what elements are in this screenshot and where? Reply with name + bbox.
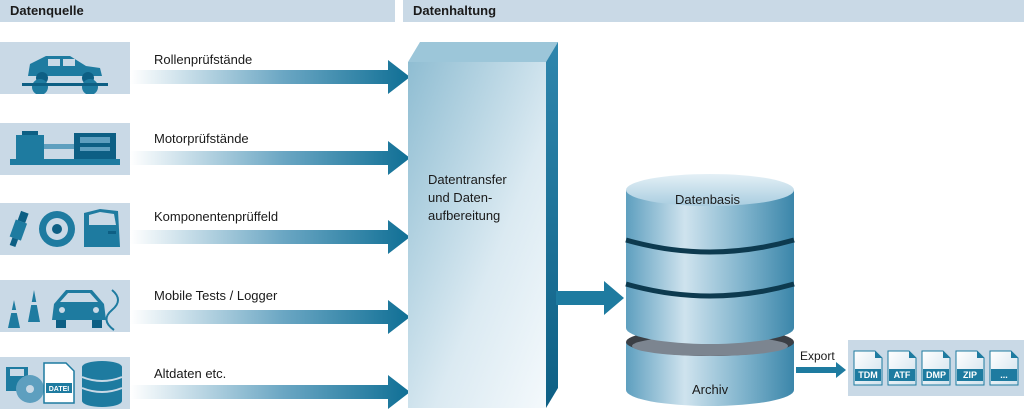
data-transfer-tower <box>408 42 558 408</box>
source-icon-box-3 <box>0 203 130 255</box>
source-icon-box-2 <box>0 123 130 175</box>
file-icon-dmp: DMP <box>921 350 951 386</box>
file-format-label: ... <box>991 369 1017 381</box>
car-on-roller-dyno-icon <box>22 56 108 94</box>
legacy-data-icon: DATEI <box>6 361 123 407</box>
arrow-source-4 <box>130 300 410 334</box>
arrow-source-5 <box>130 375 410 409</box>
datenbasis-label: Datenbasis <box>675 192 741 207</box>
header-datenhaltung: Datenhaltung <box>403 0 1024 22</box>
source-icon-box-4 <box>0 280 130 332</box>
car-with-cones-icon <box>8 289 119 331</box>
file-icon-tdm: TDM <box>853 350 883 386</box>
header-datenhaltung-label: Datenhaltung <box>413 3 497 18</box>
source-label-1: Rollenprüfstände <box>154 52 253 67</box>
archiv-label: Archiv <box>692 382 729 397</box>
datei-label: DATEI <box>49 386 70 393</box>
arrow-source-3 <box>130 220 410 254</box>
file-format-label: ATF <box>889 369 915 381</box>
file-icon-zip: ZIP <box>955 350 985 386</box>
tower-label: Datentransfer und Daten- aufbereitung <box>428 172 507 223</box>
file-format-label: ZIP <box>957 369 983 381</box>
header-datenquelle: Datenquelle <box>0 0 395 22</box>
export-label: Export <box>800 349 835 363</box>
source-icon-box-1 <box>0 42 130 94</box>
database-cylinder <box>625 174 795 406</box>
file-icon-more: ... <box>989 350 1019 386</box>
source-label-4: Mobile Tests / Logger <box>154 288 278 303</box>
file-icon-atf: ATF <box>887 350 917 386</box>
arrow-source-2 <box>130 141 410 175</box>
arrow-to-database <box>556 281 624 315</box>
components-icon <box>9 209 120 248</box>
file-format-label: DMP <box>923 369 949 381</box>
source-label-3: Komponentenprüffeld <box>154 209 279 224</box>
source-label-5: Altdaten etc. <box>154 366 227 381</box>
source-icon-box-5: DATEI <box>0 357 130 409</box>
engine-test-bench-icon <box>10 131 120 165</box>
export-arrow <box>796 362 846 378</box>
arrow-source-1 <box>130 60 410 94</box>
file-format-label: TDM <box>855 369 881 381</box>
source-label-2: Motorprüfstände <box>154 131 249 146</box>
header-datenquelle-label: Datenquelle <box>10 3 84 18</box>
